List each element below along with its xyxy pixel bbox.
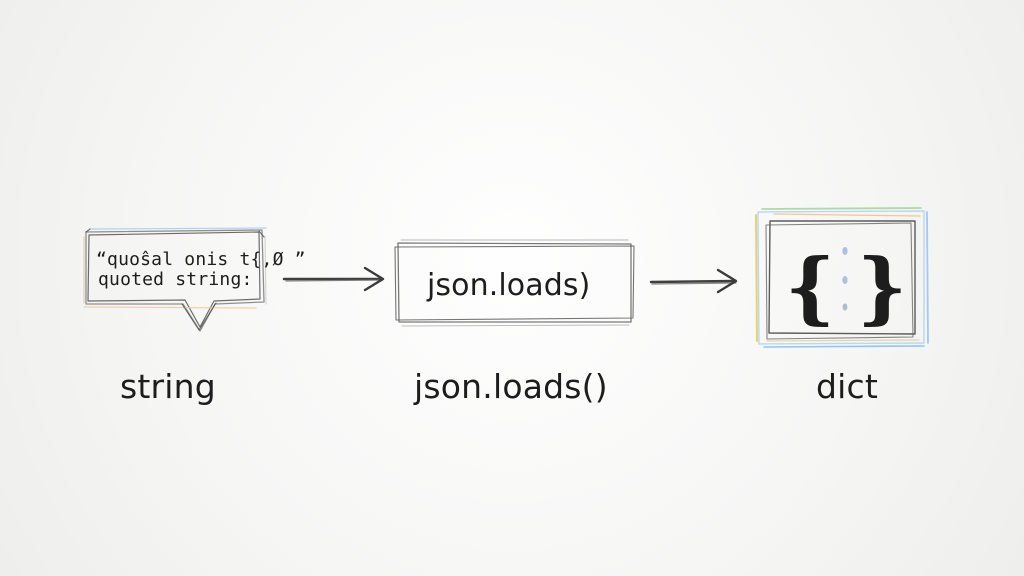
dict-colon-mark [842,247,848,311]
arrow-to-dict [649,268,738,294]
json-loads-box [394,239,635,327]
dict-left-brace: { [785,242,835,333]
string-bubble-line-1: “quoŝal onis t{,Ø ” [96,249,306,270]
json-loads-box-label: json.loads) [426,268,590,303]
caption-dict: dict [816,367,878,406]
dict-right-brace: } [857,242,907,333]
dict-box [755,207,929,348]
caption-string: string [120,367,216,406]
string-speech-bubble [83,227,267,332]
arrow-to-json-loads [282,266,385,292]
string-bubble-line-2: quoted string: [98,269,253,290]
caption-json-loads: json.loads() [413,367,608,406]
